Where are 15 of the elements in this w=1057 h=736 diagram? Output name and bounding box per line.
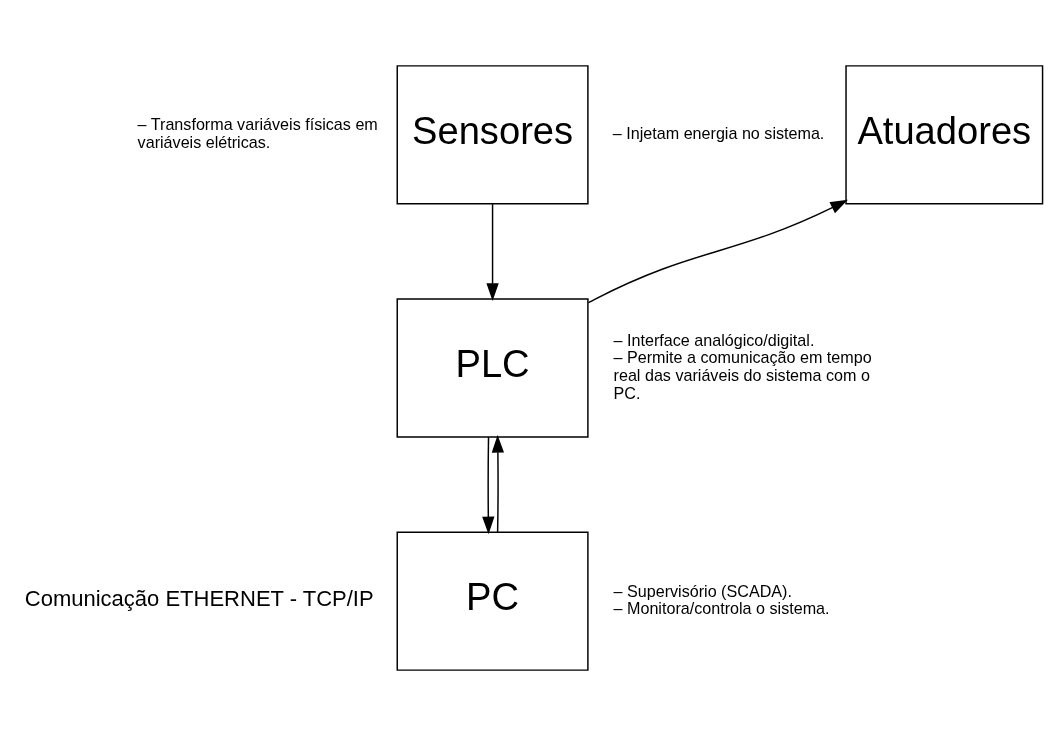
- node-label: – Interface analógico/digital.: [613, 330, 815, 349]
- node-label: – Supervisório (SCADA).: [613, 581, 792, 600]
- arrow: [486, 203, 499, 301]
- node-box: PC: [396, 531, 589, 671]
- node-label: – Injetam energia no sistema.: [612, 123, 825, 142]
- node-label: – Transforma variáveis físicas em variáveis elétricas.: [137, 115, 378, 151]
- node-box: PLC: [396, 298, 589, 438]
- arrow: [491, 435, 505, 533]
- node-label: – Monitora/controla o sistema.: [613, 599, 830, 618]
- node-box: Atuadores: [845, 65, 1044, 205]
- node-box: Sensores: [396, 65, 589, 205]
- arrow: [482, 436, 495, 535]
- arrow: [587, 199, 848, 304]
- label: Comunicação ETHERNET - TCP/IP: [24, 586, 374, 612]
- node-label: – Permite a comunicação em tempo real das variáveis do sistema com o PC.: [613, 348, 872, 402]
